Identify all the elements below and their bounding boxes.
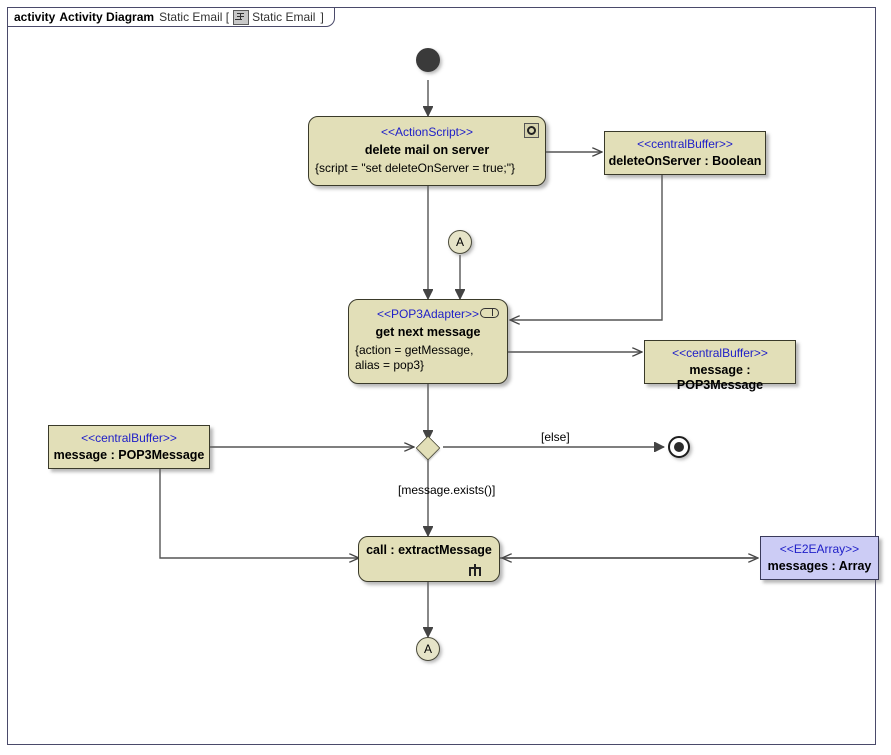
node-attributes-line1: {action = getMessage,: [355, 343, 474, 357]
diagram-icon: [233, 9, 250, 25]
stereotype-label: <<POP3Adapter>>: [376, 307, 480, 321]
adapter-pin-icon: [480, 308, 499, 318]
call-behavior-extract-message[interactable]: call : extractMessage: [358, 536, 500, 582]
frame-name: Activity Diagram: [59, 10, 155, 24]
node-name: message : POP3Message: [53, 448, 205, 462]
edge-buffer-left-to-call: [159, 467, 359, 558]
stereotype-label: <<centralBuffer>>: [81, 431, 177, 445]
script-gear-icon: [524, 123, 539, 138]
stereotype-label: <<E2EArray>>: [779, 542, 860, 556]
initial-node[interactable]: [416, 48, 440, 72]
frame-inner-name: Static Email: [252, 10, 316, 24]
decision-node[interactable]: [413, 435, 443, 461]
connector-a-bottom[interactable]: A: [416, 637, 440, 661]
central-buffer-message-right[interactable]: <<centralBuffer>> message : POP3Message: [644, 340, 796, 392]
frame-keyword: activity: [14, 10, 56, 24]
edge-buffer-delete-to-get-next: [510, 175, 663, 320]
stereotype-label: <<centralBuffer>>: [672, 346, 768, 360]
node-name: get next message: [375, 325, 481, 339]
central-buffer-delete-on-server[interactable]: <<centralBuffer>> deleteOnServer : Boole…: [604, 131, 766, 175]
node-attributes: {script = "set deleteOnServer = true;"}: [315, 161, 515, 175]
central-buffer-message-left[interactable]: <<centralBuffer>> message : POP3Message: [48, 425, 210, 469]
node-attributes-line2: alias = pop3}: [355, 358, 425, 372]
stereotype-label: <<centralBuffer>>: [637, 137, 733, 151]
node-name: call : extractMessage: [366, 543, 492, 557]
guard-message-exists: [message.exists()]: [398, 483, 496, 497]
action-get-next-message[interactable]: <<POP3Adapter>> get next message {action…: [348, 299, 508, 384]
node-name: messages : Array: [767, 559, 872, 573]
connector-a-top[interactable]: A: [448, 230, 472, 254]
activity-final-node[interactable]: [668, 436, 690, 458]
frame-qualifier: Static Email [: [159, 10, 230, 24]
node-name: message : POP3Message: [676, 363, 764, 392]
node-name: delete mail on server: [364, 143, 490, 157]
frame-close-bracket: ]: [320, 10, 324, 24]
datastore-messages-array[interactable]: <<E2EArray>> messages : Array: [760, 536, 879, 580]
guard-else: [else]: [541, 430, 570, 444]
call-behavior-rake-icon: [469, 564, 481, 576]
action-delete-mail-on-server[interactable]: <<ActionScript>> delete mail on server {…: [308, 116, 546, 186]
node-name: deleteOnServer : Boolean: [608, 154, 762, 168]
diagram-frame-header[interactable]: activity Activity Diagram Static Email […: [7, 7, 335, 27]
stereotype-label: <<ActionScript>>: [380, 125, 474, 139]
